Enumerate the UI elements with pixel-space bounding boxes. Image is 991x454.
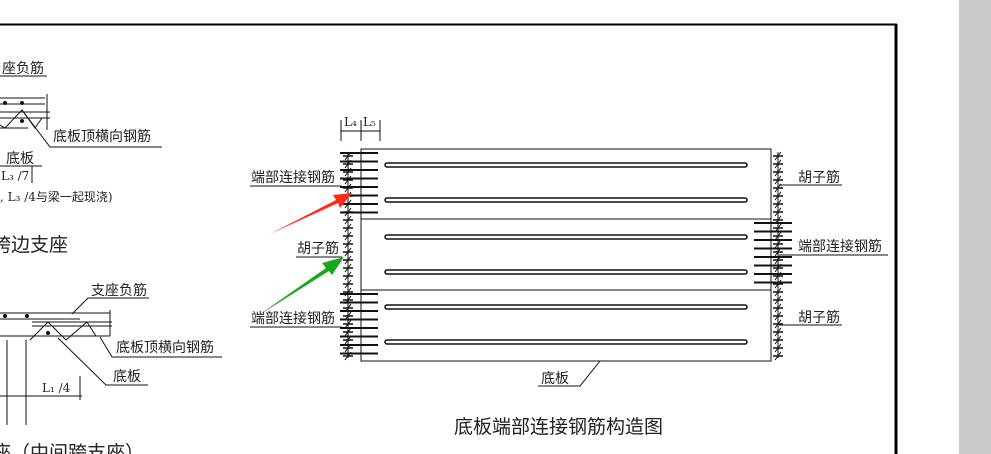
longitudinal-rebar (384, 162, 748, 168)
dim-l3-7: L₃ /7 (1, 169, 29, 183)
label-right-hook-bar-top: 胡子筋 (798, 169, 840, 186)
drawing-frame (0, 23, 898, 454)
longitudinal-rebar (384, 197, 748, 203)
tick-mark (344, 247, 352, 257)
tick-mark (774, 239, 782, 249)
caption-side-support: 跨边支座 (0, 234, 68, 256)
tick-mark (774, 279, 782, 289)
label-right-hook-bar-bottom: 胡子筋 (798, 309, 840, 326)
dim-l5: L₅ (363, 115, 376, 129)
tick-mark (344, 223, 352, 233)
tick-mark (774, 231, 782, 241)
tick-mark (344, 175, 352, 185)
label-left-end-connection-top: 端部连接钢筋 (251, 169, 335, 186)
tick-mark (344, 239, 352, 249)
tick-mark (774, 159, 782, 169)
tick-mark (344, 319, 352, 329)
label-support-rebar: 座负筋 (2, 60, 44, 77)
tick-mark (774, 199, 782, 209)
label-left-end-connection-bottom: 端部连接钢筋 (251, 310, 335, 327)
detail-middle-support: 支座负筋 底板顶横向钢筋 底板 L₁ /4 座（中间跨支座） (0, 282, 222, 454)
tick-mark (344, 215, 352, 225)
detail-side-support: 座负筋 底板顶横向钢筋 底板 L₃ /7 , L₃ /4与梁一起现浇) 跨边支座 (0, 60, 162, 256)
tick-mark (774, 319, 782, 329)
tick-mark (774, 191, 782, 201)
longitudinal-rebar (384, 269, 748, 275)
tick-mark (774, 175, 782, 185)
label-slab: 底板 (113, 369, 141, 385)
label-slab: 底板 (6, 151, 34, 167)
longitudinal-rebar (384, 339, 748, 345)
caption-middle-support: 座（中间跨支座） (0, 442, 144, 454)
tick-mark (774, 207, 782, 217)
longitudinal-rebar (384, 304, 748, 310)
main-diagram: L₄ L₅ 端部连接钢筋 胡子筋 端部连接钢筋 胡子筋 端部连接钢筋 胡子筋 底… (250, 115, 888, 438)
red-arrow-icon (270, 193, 352, 234)
tick-mark (344, 279, 352, 289)
tick-mark (774, 335, 782, 345)
tick-mark (344, 231, 352, 241)
tick-mark (774, 311, 782, 321)
tick-mark (774, 327, 782, 337)
tick-mark (774, 151, 782, 161)
tick-mark (774, 351, 782, 361)
tick-mark (774, 343, 782, 353)
label-top-transverse: 底板顶横向钢筋 (116, 339, 214, 356)
tick-mark (344, 255, 352, 265)
tick-mark (774, 167, 782, 177)
vertical-scrollbar[interactable] (959, 0, 991, 454)
tick-mark (344, 263, 352, 273)
tick-mark (344, 271, 352, 281)
tick-mark (774, 287, 782, 297)
green-arrow-icon (256, 257, 344, 317)
tick-mark (344, 327, 352, 337)
dim-l1-4: L₁ /4 (42, 381, 71, 395)
note-cast-with-beam: , L₃ /4与梁一起现浇) (0, 189, 113, 204)
label-left-hook-bar: 胡子筋 (297, 240, 339, 257)
tick-mark (774, 295, 782, 305)
tick-mark (774, 303, 782, 313)
label-support-rebar: 支座负筋 (91, 282, 147, 299)
diagram-title: 底板端部连接钢筋构造图 (454, 416, 663, 438)
longitudinal-rebar (384, 234, 748, 240)
label-slab: 底板 (541, 371, 569, 387)
label-top-transverse: 底板顶横向钢筋 (53, 128, 151, 145)
dim-l4: L₄ (344, 115, 357, 129)
label-right-end-connection: 端部连接钢筋 (798, 238, 882, 255)
